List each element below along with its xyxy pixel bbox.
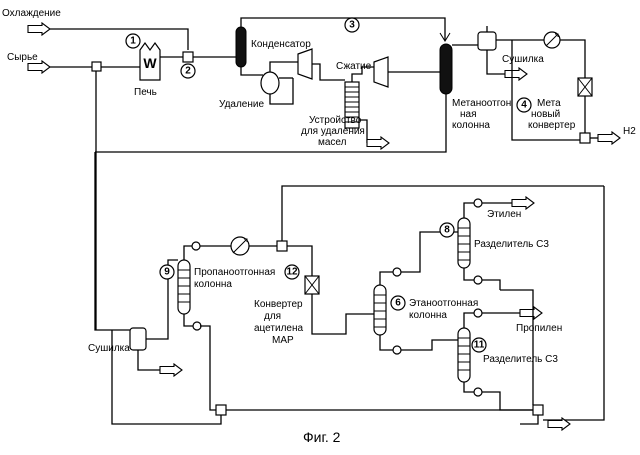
depropanizer-label-1: Пропаноотгонная [194,267,275,278]
splitter-bottom-column [458,328,470,382]
quench-mixer [183,52,193,62]
splitter-bottom-reboiler-valve [474,388,482,396]
ethylene-outlet-arrow [512,197,534,209]
splitter-bottom-recycle-line [500,400,533,410]
splitter-top-reboiler-valve [474,276,482,284]
splitter-top-label: Разделитель С3 [474,239,549,250]
drum-to-compressor-line [270,62,298,72]
demethanizer-bottoms-down-line [95,152,130,330]
bottom-dryer-outlet-line [138,350,160,370]
furnace: W [140,43,160,80]
bottom-dryer-outlet-arrow [160,364,182,376]
feed-junction [92,62,101,71]
deethanizer-overhead-line [380,232,458,285]
dryer-bottom-arrow [505,68,527,80]
cooling-line [50,29,188,50]
methane-conv-label-1: Мета [537,98,561,109]
depropanizer-column [178,260,190,314]
marker-3-label: 3 [349,20,355,31]
ethylene-label: Этилен [487,209,521,220]
removal-drum [261,72,279,94]
cooling-inlet-arrow [28,23,50,35]
furnace-label: Печь [134,87,157,98]
marker-6-label: 6 [395,298,401,309]
converter-label-2: для [264,311,281,322]
h2-label: H2 [623,126,636,137]
methane-conv-label-3: конвертер [528,120,576,131]
depropanizer-overhead-line [184,246,232,260]
h2-outlet-arrow [598,132,620,144]
marker-4-label: 4 [521,100,527,111]
propylene-line [464,313,520,328]
marker-1-label: 1 [130,36,136,47]
splitter-recycle-line [500,290,533,405]
oil-device-label-1: Устройство [309,115,362,126]
demethanizer-column [440,44,452,94]
figure-caption: Фиг. 2 [303,429,341,445]
deethanizer-bottoms-line [380,335,458,350]
depropanizer-label-2: колонна [194,279,232,290]
right-recycle-line [543,186,604,420]
bottom-right-outlet-line [520,415,538,424]
converter-label-3: ацетилена [254,323,303,334]
bottom-dryer-label: Сушилка [88,343,130,354]
marker-9-label: 9 [164,267,170,278]
demethanizer-label-2: ная [460,109,477,120]
removal-label: Удаление [219,99,264,110]
cooling-label: Охлаждение [2,8,61,19]
deethanizer-label-1: Этаноотгонная [409,298,478,309]
oil-outlet-arrow [367,137,389,149]
oil-device-label-3: масел [318,137,347,148]
depropanizer-reboiler-valve [193,322,201,330]
deethanizer-label-2: колонна [409,310,447,321]
splitter-bottom-reflux-valve [474,309,482,317]
propylene-outlet-arrow [520,307,542,319]
depropanizer-reflux-valve [192,242,200,250]
exchanger-to-converter-line [560,40,585,78]
methane-conv-label-2: новый [531,109,560,120]
condenser-overhead-line [241,18,445,40]
converter-to-deethanizer-line [312,294,374,334]
splitter-top-reflux-valve [474,199,482,207]
oil-device-label-2: для удаления [301,126,365,137]
furnace-symbol: W [143,55,157,71]
converter-label-1: Конвертер [254,299,303,310]
top-dryer [478,32,496,50]
compressor-1 [298,49,312,79]
marker-11-label: 11 [474,340,485,351]
bottom-right-junction [533,405,543,415]
marker-8-label: 8 [444,225,450,236]
bottom-left-junction [216,405,226,415]
condenser-bottom-line [241,67,263,75]
compressor-2 [374,57,388,87]
deethanizer-reflux-valve [393,268,401,276]
bottom-dryer [130,328,146,350]
condenser-column [236,27,246,67]
splitter-bottom-label: Разделитель С3 [483,354,558,365]
converter-label-4: МАР [272,335,294,346]
converter-mixer [277,241,287,251]
demethanizer-label-1: Метаноотгон [452,98,511,109]
top-dryer-label: Сушилка [502,54,544,65]
feed-label: Сырье [7,52,38,63]
demethanizer-label-3: колонна [452,120,490,131]
condenser-label: Конденсатор [251,39,311,50]
marker-2-label: 2 [185,66,191,77]
marker-12-label: 12 [286,267,298,278]
propylene-label: Пропилен [516,323,562,334]
depropanizer-bottoms-down-line [200,326,216,410]
h2-junction [580,133,590,143]
deethanizer-reboiler-valve [393,346,401,354]
